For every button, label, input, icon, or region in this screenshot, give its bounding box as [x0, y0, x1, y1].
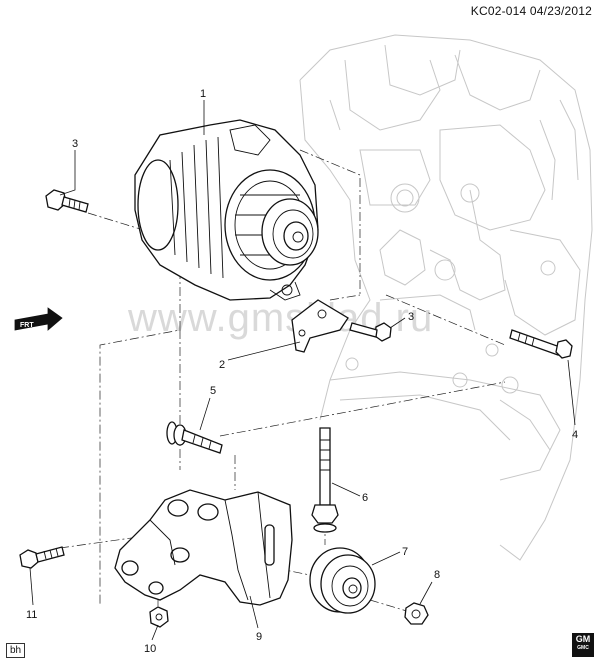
nut-10: [149, 606, 169, 628]
callout-labels: 1 2 3 3 4 5 6 7 8 9 10 11: [26, 88, 578, 655]
callout-3-bracket: 3: [408, 311, 414, 323]
bolt-6: [311, 427, 339, 533]
bolt-11: [19, 546, 65, 569]
callout-2: 2: [219, 359, 225, 371]
bolt-3-bracket: [349, 322, 392, 342]
idler-pulley: [309, 547, 376, 614]
gm-logo-sub: GMC: [577, 645, 589, 651]
front-arrow-label: FRT: [20, 322, 34, 329]
callout-4: 4: [572, 429, 578, 441]
bolt-5: [166, 421, 223, 454]
gm-logo-text: GM: [575, 634, 591, 644]
engine-block: [299, 34, 593, 561]
callout-6: 6: [362, 492, 368, 504]
alternator: [134, 119, 319, 301]
nut-8: [404, 602, 429, 625]
callout-8: 8: [434, 569, 440, 581]
gm-logo: GM GMC: [572, 633, 594, 657]
leader-lines: [29, 100, 576, 641]
bolt-4: [509, 329, 573, 359]
mounting-bracket: [114, 489, 293, 606]
callout-10: 10: [144, 643, 156, 655]
callout-7: 7: [402, 546, 408, 558]
callout-11: 11: [26, 609, 37, 621]
callout-3-left: 3: [72, 138, 78, 150]
callout-9: 9: [256, 631, 262, 643]
drawing-code: KC02-014 04/23/2012: [470, 4, 592, 18]
bolt-3-left: [45, 189, 89, 213]
callout-5: 5: [210, 385, 216, 397]
front-arrow-icon: FRT: [14, 307, 63, 331]
callout-1: 1: [200, 88, 206, 100]
alternator-bracket: [291, 299, 349, 353]
corner-tag: bh: [6, 643, 26, 658]
